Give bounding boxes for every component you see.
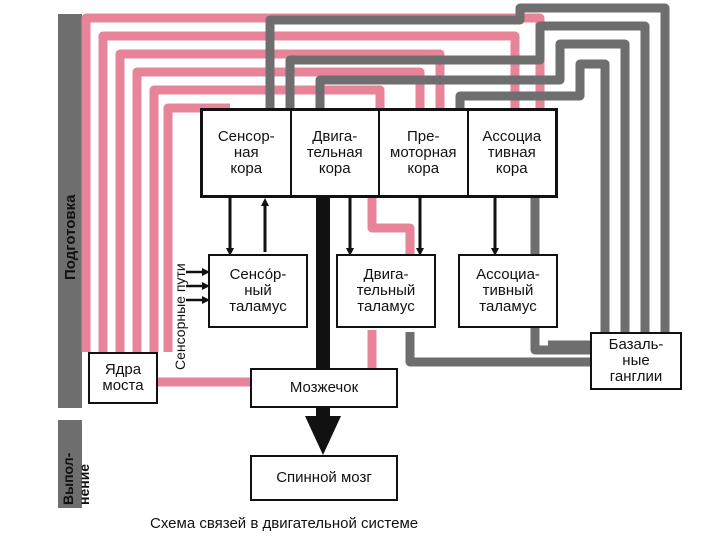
preparation-band: [58, 14, 82, 408]
diagram-caption: Схема связей в двигательной системе: [150, 515, 419, 532]
gray-loop-1: [265, 3, 670, 332]
sensory-paths-label: Сенсорные пути: [172, 263, 188, 370]
basal-ganglia: Базаль- ные ганглии: [590, 332, 682, 390]
execution-label: Выпол- нение: [60, 452, 92, 505]
execution-band: [58, 420, 82, 508]
gray-basal-to-motor-thalamus: [530, 198, 595, 355]
premotor-cortex: Пре- моторная кора: [380, 111, 469, 195]
sensory-cortex: Сенсор- ная кора: [203, 111, 292, 195]
gray-loop-2: [285, 21, 650, 332]
cortex-block: Сенсор- ная кора Двига- тельная кора Пре…: [200, 108, 558, 198]
gray-basal-low: [405, 332, 595, 367]
preparation-label: Подготовка: [62, 194, 79, 281]
gray-loop-4: [455, 59, 610, 332]
sensory-thalamus: Сенсо́р- ный таламус: [208, 254, 308, 328]
motor-cortex: Двига- тельная кора: [292, 111, 380, 195]
pons-nuclei: Ядра моста: [88, 352, 158, 404]
associative-thalamus: Ассоциа- тивный таламус: [458, 254, 558, 328]
cortex-thalamus-arrows: [226, 198, 499, 256]
pink-loop-2: [98, 31, 520, 352]
motor-thalamus: Двига- тельный таламус: [336, 254, 436, 328]
associative-cortex: Ассоциа тивная кора: [482, 128, 542, 177]
gray-basal-loops: [265, 3, 670, 367]
pink-loop-4: [132, 67, 425, 352]
pink-motor-thalamus-link: [367, 198, 415, 258]
sensory-input-arrows: [186, 268, 210, 304]
gray-loop-3: [315, 39, 630, 332]
spinal-cord: Спинной мозг: [250, 455, 398, 501]
main-descending-tract: [305, 198, 341, 455]
cerebellum: Мозжечок: [250, 368, 398, 408]
